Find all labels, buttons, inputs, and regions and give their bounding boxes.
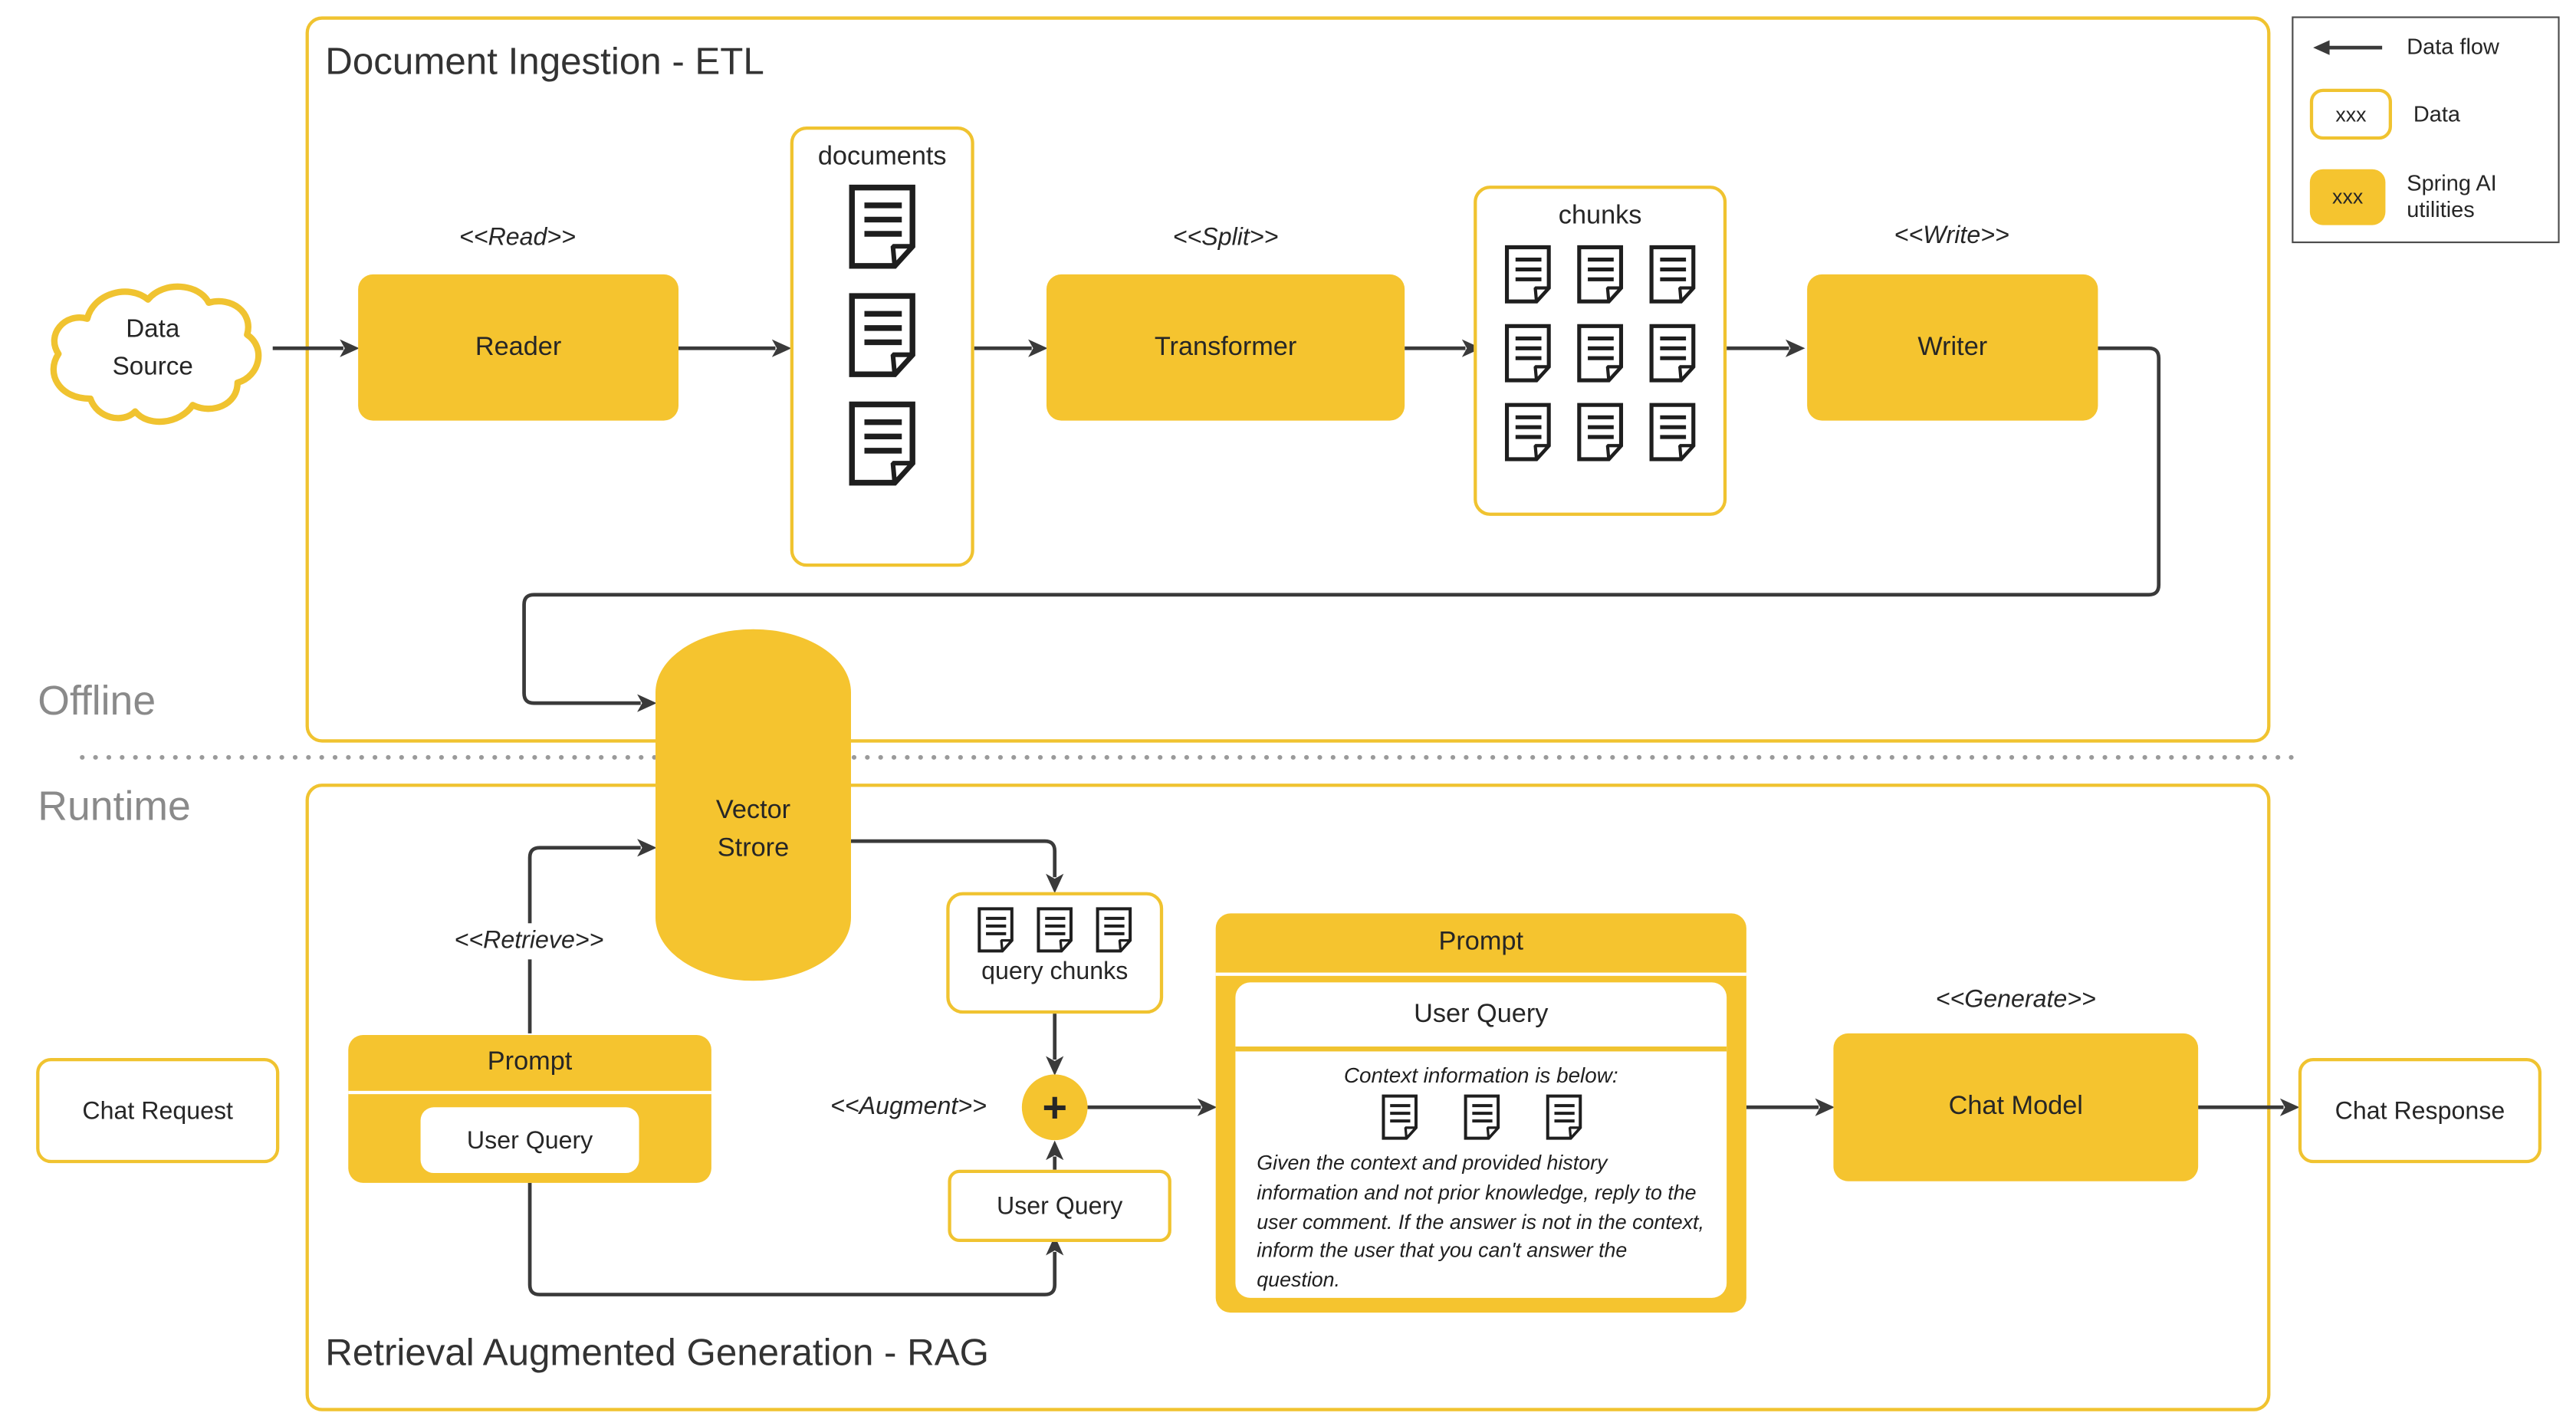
documents-box: documents	[790, 127, 974, 567]
chat-response-node: Chat Response	[2298, 1058, 2542, 1164]
transformer-node: Transformer	[1046, 274, 1405, 421]
augment-stereotype: <<Augment>>	[830, 1092, 987, 1121]
document-icon	[1576, 402, 1625, 462]
document-icon	[1503, 402, 1552, 462]
query-chunks-box: query chunks	[946, 892, 1164, 1014]
big-prompt-context-line: Context information is below:	[1343, 1063, 1618, 1088]
legend: Data flow xxx Data xxx Spring AI utiliti…	[2292, 16, 2560, 244]
arrow-writer-vectorstore	[522, 346, 2161, 712]
document-icon	[846, 184, 918, 269]
document-icon	[1503, 245, 1552, 304]
read-stereotype: <<Read>>	[459, 223, 576, 251]
arrow-vectorstore-querychunks	[851, 839, 1064, 894]
etl-section-box	[305, 16, 2271, 743]
retrieve-stereotype: <<Retrieve>>	[454, 926, 604, 955]
data-source-cloud: Data Source	[33, 263, 273, 434]
document-icon	[1543, 1094, 1582, 1140]
big-prompt-context-icons	[1235, 1094, 1727, 1140]
big-prompt-header: Prompt	[1215, 913, 1746, 976]
chunks-label: chunks	[1558, 202, 1642, 231]
documents-label: documents	[817, 143, 947, 171]
big-prompt-node: Prompt User Query Context information is…	[1215, 913, 1746, 1313]
document-icon	[1576, 245, 1625, 304]
prompt-header: Prompt	[348, 1035, 711, 1095]
document-icon	[1461, 1094, 1500, 1140]
rag-title: Retrieval Augmented Generation - RAG	[325, 1330, 989, 1374]
legend-data-row: xxx Data	[2309, 89, 2542, 140]
vector-store-label-line2: Strore	[717, 834, 790, 863]
offline-label: Offline	[38, 678, 156, 725]
document-icon	[1035, 907, 1074, 953]
split-stereotype: <<Split>>	[1172, 223, 1279, 251]
arrow-prompt-userquery-loop	[527, 1182, 1064, 1296]
document-icon	[1648, 245, 1697, 304]
runtime-label: Runtime	[38, 784, 191, 830]
document-icon	[1503, 324, 1552, 383]
cloud-icon	[50, 283, 262, 426]
user-query-node: User Query	[948, 1169, 1171, 1243]
document-icon	[1379, 1094, 1418, 1140]
big-prompt-instructions: Given the context and provided history i…	[1257, 1152, 1704, 1292]
document-icon	[1648, 324, 1697, 383]
chunks-box: chunks	[1474, 186, 1727, 516]
generate-stereotype: <<Generate>>	[1935, 985, 2096, 1014]
vector-store-label-line1: Vector	[715, 796, 791, 825]
legend-data-swatch: xxx	[2309, 89, 2393, 140]
big-prompt-body: User Query Context information is below:…	[1235, 982, 1727, 1298]
prompt-node: Prompt User Query	[348, 1035, 711, 1183]
legend-spring-label: Spring AI utilities	[2407, 171, 2497, 222]
document-icon	[1576, 324, 1625, 383]
etl-title: Document Ingestion - ETL	[325, 39, 764, 83]
legend-spring-swatch: xxx	[2309, 169, 2386, 225]
big-prompt-user-query: User Query	[1235, 982, 1727, 1052]
legend-spring-row: xxx Spring AI utilities	[2309, 169, 2542, 225]
document-icon	[976, 907, 1015, 953]
prompt-user-query: User Query	[420, 1107, 639, 1174]
vector-store-node: Vector Strore	[656, 629, 852, 981]
document-icon	[1094, 907, 1133, 953]
query-chunks-label: query chunks	[981, 958, 1129, 986]
legend-data-label: Data	[2413, 101, 2460, 127]
rag-section-box	[305, 784, 2271, 1411]
writer-node: Writer	[1807, 274, 2098, 421]
document-icon	[846, 292, 918, 377]
arrow-retrieve-vectorstore	[527, 839, 657, 924]
legend-data-flow-row: Data flow	[2310, 34, 2542, 60]
reader-node: Reader	[358, 274, 679, 421]
document-icon	[1648, 402, 1697, 462]
data-source-label: Data Source	[112, 314, 193, 382]
legend-data-flow-label: Data flow	[2407, 34, 2499, 60]
write-stereotype: <<Write>>	[1894, 222, 2009, 250]
query-chunks-icons	[976, 907, 1134, 953]
chat-model-node: Chat Model	[1833, 1033, 2199, 1181]
document-icon	[846, 401, 918, 486]
data-flow-arrow-icon	[2313, 39, 2383, 55]
chunks-grid	[1503, 245, 1697, 462]
augment-plus-icon: +	[1021, 1074, 1088, 1141]
chat-request-node: Chat Request	[36, 1058, 280, 1164]
